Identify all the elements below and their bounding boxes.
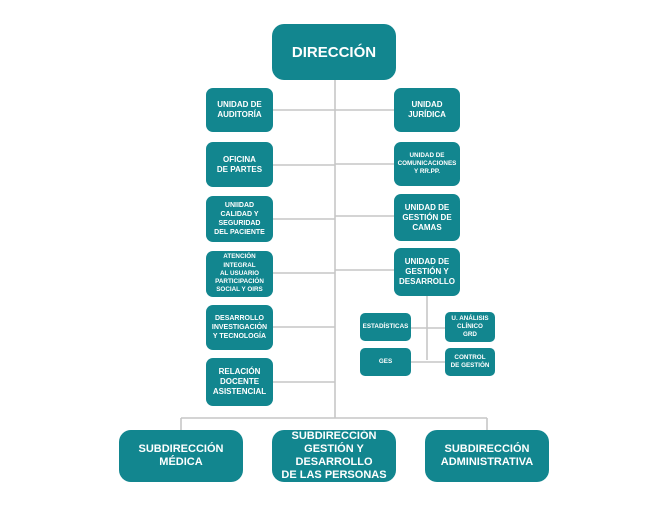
- subunit-estadisticas-label: ESTADÍSTICAS: [362, 322, 409, 330]
- unit-atencion-integral-label: ATENCIÓN INTEGRAL AL USUARIO PARTICIPACI…: [215, 253, 264, 294]
- subunit-ges: GES: [360, 348, 411, 376]
- unit-juridica: UNIDAD JURÍDICA: [394, 88, 460, 132]
- unit-calidad-seguridad: UNIIDAD CALIDAD Y SEGURIDAD DEL PACIENTE: [206, 196, 273, 242]
- direccion-box: DIRECCIÓN: [272, 24, 396, 80]
- direccion-label: DIRECCIÓN: [291, 43, 377, 61]
- unit-oficina-partes-label: OFICINA DE PARTES: [216, 154, 263, 174]
- unit-oficina-partes: OFICINA DE PARTES: [206, 142, 273, 187]
- unit-auditoria-label: UNIDAD DE AUDITORÍA: [217, 100, 262, 119]
- subdireccion-medica: SUBDIRECCIÓN MÉDICA: [119, 430, 243, 482]
- unit-relacion-docente: RELACIÓN DOCENTE ASISTENCIAL: [206, 358, 273, 406]
- unit-desarrollo-investigacion: DESARROLLO INVESTIGACIÓN Y TECNOLOGÍA: [206, 305, 273, 350]
- unit-gestion-camas-label: UNIDAD DE GESTIÓN DE CAMAS: [402, 202, 452, 232]
- unit-juridica-label: UNIDAD JURÍDICA: [408, 100, 446, 119]
- subunit-control-gestion-label: CONTROL DE GESTIÓN: [450, 353, 490, 369]
- subdireccion-administrativa-label: SUBDIRECCIÓN ADMINISTRATIVA: [440, 443, 534, 468]
- subunit-analisis-clinico: U. ANÁLISIS CLÍNICO GRD: [445, 312, 495, 342]
- subunit-control-gestion: CONTROL DE GESTIÓN: [445, 348, 495, 376]
- unit-comunicaciones-label: UNIDAD DE COMUNICACIONES Y RR.PP.: [397, 151, 457, 176]
- subunit-analisis-clinico-label: U. ANÁLISIS CLÍNICO GRD: [451, 314, 489, 339]
- unit-relacion-docente-label: RELACIÓN DOCENTE ASISTENCIAL: [212, 367, 267, 396]
- unit-calidad-seguridad-label: UNIIDAD CALIDAD Y SEGURIDAD DEL PACIENTE: [214, 202, 265, 236]
- subdireccion-medica-label: SUBDIRECCIÓN MÉDICA: [138, 443, 224, 468]
- unit-gestion-desarrollo: UNIDAD DE GESTIÓN Y DESARROLLO: [394, 248, 460, 296]
- unit-gestion-camas: UNIDAD DE GESTIÓN DE CAMAS: [394, 194, 460, 241]
- unit-gestion-desarrollo-label: UNIDAD DE GESTIÓN Y DESARROLLO: [399, 257, 455, 286]
- unit-desarrollo-investigacion-label: DESARROLLO INVESTIGACIÓN Y TECNOLOGÍA: [211, 315, 268, 340]
- subdireccion-personas: SUBDIRECCIÓN GESTIÓN Y DESARROLLO DE LAS…: [272, 430, 396, 482]
- subunit-ges-label: GES: [378, 357, 393, 365]
- subdireccion-administrativa: SUBDIRECCIÓN ADMINISTRATIVA: [425, 430, 549, 482]
- subdireccion-personas-label: SUBDIRECCIÓN GESTIÓN Y DESARROLLO DE LAS…: [281, 430, 387, 481]
- unit-atencion-integral: ATENCIÓN INTEGRAL AL USUARIO PARTICIPACI…: [206, 251, 273, 297]
- subunit-estadisticas: ESTADÍSTICAS: [360, 313, 411, 341]
- unit-comunicaciones: UNIDAD DE COMUNICACIONES Y RR.PP.: [394, 142, 460, 186]
- unit-auditoria: UNIDAD DE AUDITORÍA: [206, 88, 273, 132]
